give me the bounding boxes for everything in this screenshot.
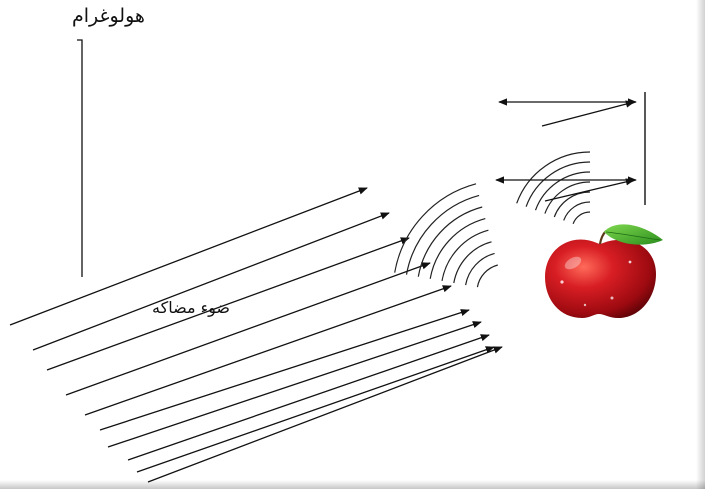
- wavefront-arc: [526, 162, 590, 207]
- wavefront-arc: [442, 230, 488, 281]
- apple-icon: [545, 224, 663, 318]
- wavefront-arc: [407, 195, 480, 274]
- hologram-plate: [77, 40, 82, 277]
- reference-beam-arrow: [148, 347, 502, 482]
- reference-beam-arrow: [128, 335, 489, 460]
- right-diagonal-lower: [545, 180, 634, 201]
- reference-beam-arrow: [33, 213, 389, 350]
- wavefront-arc: [477, 265, 497, 287]
- wavefront-arc: [454, 242, 492, 283]
- right-diagonal-upper: [542, 102, 634, 126]
- hologram-label: هولوغرام: [72, 5, 145, 27]
- reference-beam-arrow: [100, 310, 469, 430]
- wavefront-arc: [573, 212, 590, 224]
- frame-shadow-right: [696, 0, 705, 489]
- coherent-light-label: ضوء مضاكه: [152, 298, 230, 317]
- frame-shadow-bottom: [0, 480, 705, 489]
- wavefront-arc: [418, 207, 482, 277]
- wavefront-arc: [517, 152, 590, 203]
- reference-beam-group: [10, 188, 502, 482]
- reference-beam-arrow: [137, 347, 494, 472]
